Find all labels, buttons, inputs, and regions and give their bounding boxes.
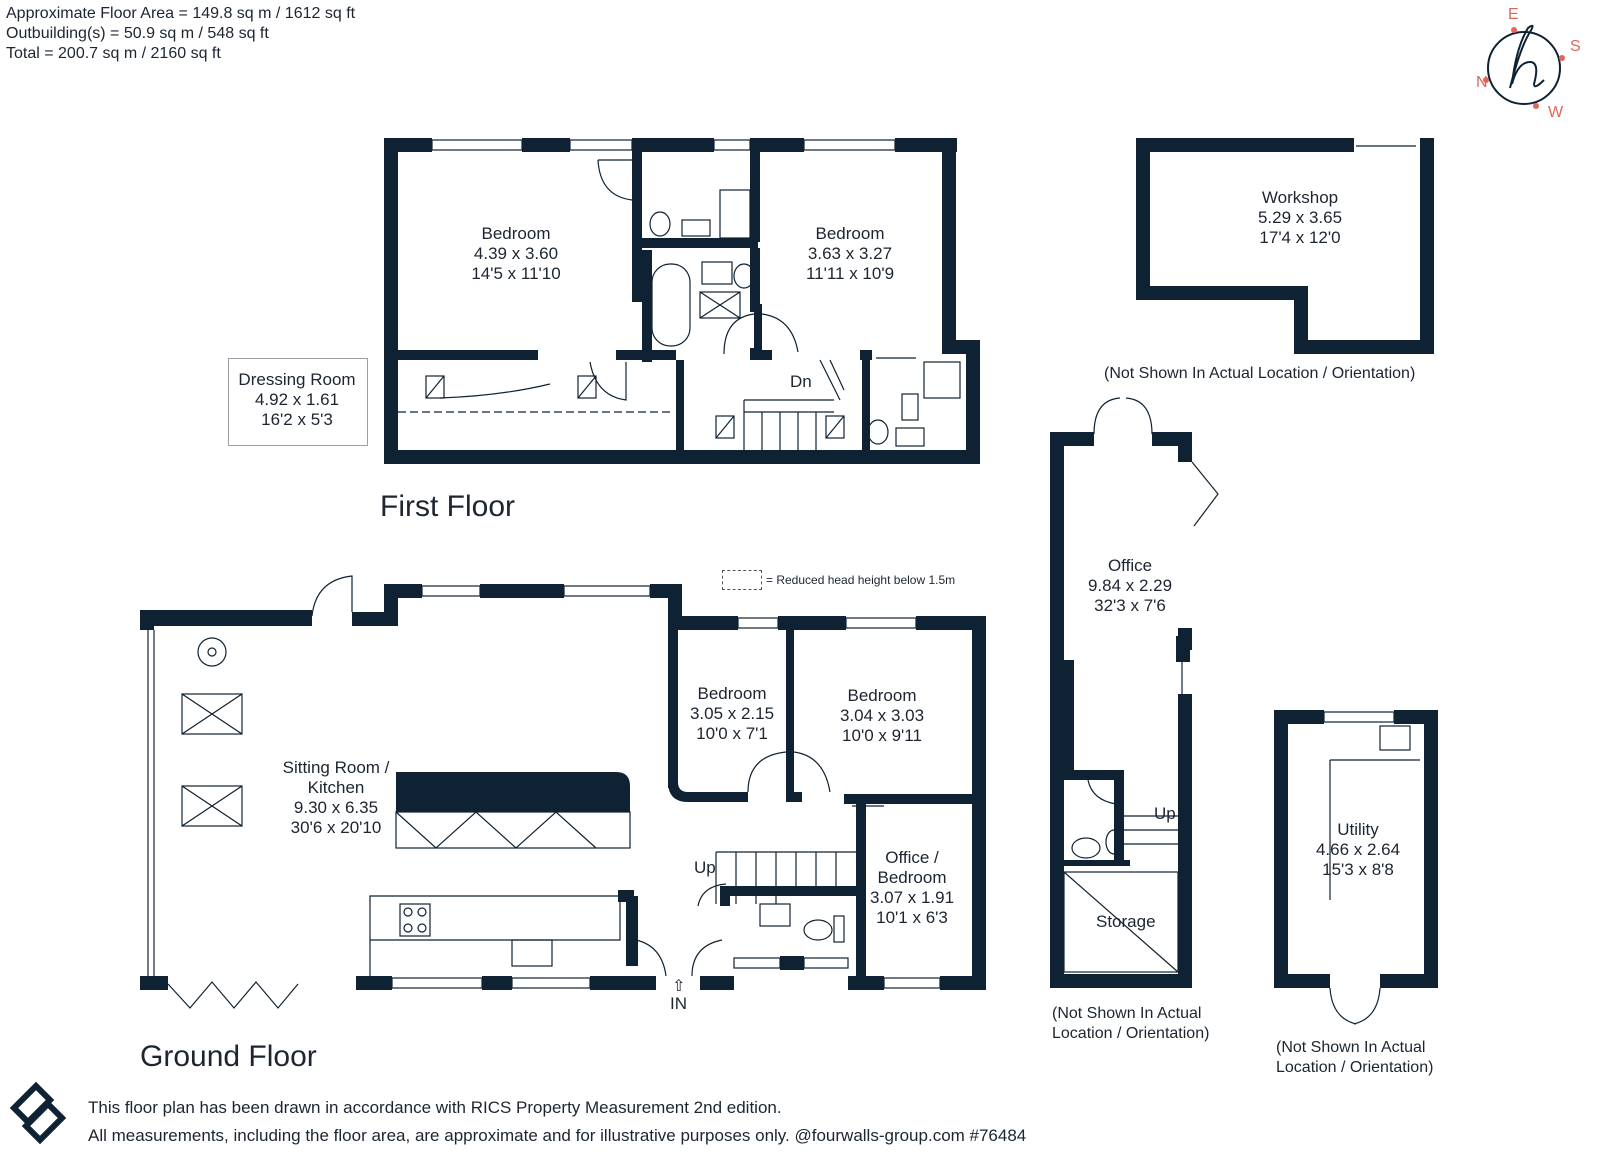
room-imperial: 10'0 x 7'1 (696, 724, 768, 743)
room-name: Bedroom (481, 224, 551, 243)
room-name: Bedroom (697, 684, 767, 703)
room-label-office-bedroom: Office / Bedroom 3.07 x 1.91 10'1 x 6'3 (870, 848, 954, 928)
room-label-sitting-kitchen: Sitting Room / Kitchen 9.30 x 6.35 30'6 … (283, 758, 390, 838)
storage-label: Storage (1096, 912, 1156, 931)
head-height-legend: = Reduced head height below 1.5m (722, 570, 955, 590)
room-name-line1: Office / (885, 848, 939, 867)
note-line2: Location / Orientation) (1276, 1059, 1434, 1076)
compass-letter-n: N (1476, 74, 1488, 91)
stairs-up-label: Up (694, 858, 716, 877)
room-imperial: 11'11 x 10'9 (805, 264, 895, 283)
ground-floor-title: Ground Floor (140, 1040, 317, 1073)
workshop-location-note: (Not Shown In Actual Location / Orientat… (1104, 365, 1416, 382)
room-imperial: 15'3 x 8'8 (1322, 860, 1394, 879)
footer-disclaimer: All measurements, including the floor ar… (88, 1126, 1027, 1145)
outbuildings-area-text: Outbuilding(s) = 50.9 sq m / 548 sq ft (6, 25, 269, 42)
floor-area-text: Approximate Floor Area = 149.8 sq m / 16… (6, 5, 356, 22)
office-location-note: (Not Shown In Actual Location / Orientat… (1052, 1004, 1209, 1044)
room-metric: 4.66 x 2.64 (1315, 840, 1401, 859)
room-name-line1: Sitting Room / (282, 758, 390, 777)
entrance-label: IN (670, 994, 687, 1013)
room-name: Office (1107, 556, 1153, 575)
room-label-bedroom-ground-1: Bedroom 3.05 x 2.15 10'0 x 7'1 (690, 684, 774, 744)
first-floor-south-wall (384, 450, 980, 464)
room-name: Utility (1337, 820, 1379, 839)
room-imperial: 16'2 x 5'3 (261, 410, 333, 429)
legend-text: = Reduced head height below 1.5m (766, 573, 956, 587)
stairs-down-label: Dn (790, 372, 812, 391)
note-line1: (Not Shown In Actual (1276, 1039, 1426, 1056)
room-metric: 5.29 x 3.65 (1257, 208, 1343, 227)
room-imperial: 30'6 x 20'10 (290, 818, 382, 837)
fourwalls-logo-icon (9, 1081, 67, 1145)
legend-swatch (722, 570, 762, 590)
compass-letter-s: S (1570, 38, 1581, 55)
room-metric: 9.30 x 6.35 (293, 798, 379, 817)
note-line1: (Not Shown In Actual (1052, 1005, 1202, 1022)
room-label-bedroom-ground-2: Bedroom 3.04 x 3.03 10'0 x 9'11 (840, 686, 924, 746)
room-metric: 3.07 x 1.91 (869, 888, 955, 907)
room-metric: 3.04 x 3.03 (839, 706, 925, 725)
room-label-bedroom-first-2: Bedroom 3.63 x 3.27 11'11 x 10'9 (806, 224, 894, 284)
room-name: Bedroom (815, 224, 885, 243)
utility-location-note: (Not Shown In Actual Location / Orientat… (1276, 1038, 1433, 1078)
room-imperial: 14'5 x 11'10 (471, 264, 561, 283)
total-area-text: Total = 200.7 sq m / 2160 sq ft (6, 45, 221, 62)
room-metric: 4.39 x 3.60 (473, 244, 559, 263)
room-label-dressing-room: Dressing Room 4.92 x 1.61 16'2 x 5'3 (238, 370, 355, 430)
note-line2: Location / Orientation) (1052, 1025, 1210, 1042)
dressing-room-callout (228, 358, 368, 446)
room-imperial: 10'0 x 9'11 (842, 726, 922, 745)
room-metric: 3.05 x 2.15 (689, 704, 775, 723)
room-name: Dressing Room (238, 370, 356, 389)
room-name: Bedroom (847, 686, 917, 705)
footer-rics-note: This floor plan has been drawn in accord… (88, 1098, 782, 1117)
compass-icon (1487, 24, 1561, 105)
room-label-bedroom-first-1: Bedroom 4.39 x 3.60 14'5 x 11'10 (471, 224, 560, 284)
room-label-office-outbuilding: Office 9.84 x 2.29 32'3 x 7'6 (1088, 556, 1172, 616)
compass-letter-w: W (1548, 104, 1564, 121)
room-imperial: 17'4 x 12'0 (1259, 228, 1341, 247)
room-name-line2: Bedroom (877, 868, 947, 887)
outbuilding-stairs-up-label: Up (1154, 804, 1176, 823)
room-metric: 3.63 x 3.27 (807, 244, 893, 263)
first-floor-title: First Floor (380, 490, 515, 523)
room-metric: 4.92 x 1.61 (254, 390, 340, 409)
room-name-line2: Kitchen (307, 778, 365, 797)
room-name: Workshop (1261, 188, 1339, 207)
room-imperial: 32'3 x 7'6 (1094, 596, 1166, 615)
room-metric: 9.84 x 2.29 (1087, 576, 1173, 595)
room-label-utility: Utility 4.66 x 2.64 15'3 x 8'8 (1316, 820, 1400, 880)
first-floor-west-wall (384, 138, 398, 464)
room-label-workshop: Workshop 5.29 x 3.65 17'4 x 12'0 (1258, 188, 1342, 248)
room-imperial: 10'1 x 6'3 (876, 908, 948, 927)
compass-letter-e: E (1508, 6, 1519, 23)
entrance-arrow-icon: ⇧ (672, 978, 686, 995)
area-summary: Approximate Floor Area = 149.8 sq m / 16… (6, 4, 355, 64)
ground-floor-north-wall (140, 610, 312, 626)
